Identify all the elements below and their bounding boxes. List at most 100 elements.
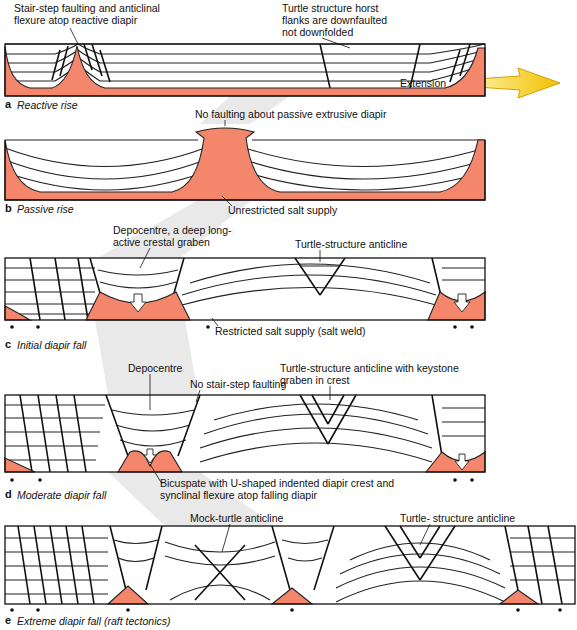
leader-line — [70, 28, 430, 552]
weld-dot — [206, 325, 210, 329]
salt-body — [428, 292, 485, 320]
fault-line — [20, 395, 86, 472]
subsidence-arrow — [454, 294, 470, 312]
panel-title: Reactive rise — [17, 99, 78, 111]
leader-line — [320, 250, 321, 262]
salt-body — [5, 458, 35, 472]
evolution-band — [95, 320, 198, 395]
panel-letter: c — [5, 338, 11, 350]
salt-body — [108, 586, 148, 604]
leader-line — [420, 524, 430, 545]
leader-line — [70, 28, 78, 44]
fault-line — [90, 258, 442, 300]
annotation: Mock-turtle anticline — [190, 512, 283, 524]
weld-dot — [516, 608, 520, 612]
salt-body — [5, 128, 485, 200]
subsidence-arrow — [144, 449, 469, 470]
strata-line — [114, 540, 158, 562]
leader-line — [212, 318, 218, 326]
fault-line — [295, 258, 345, 295]
weld-dot — [38, 478, 42, 482]
subsidence-arrow — [144, 449, 156, 463]
strata-line — [336, 581, 505, 602]
salt-body — [86, 292, 190, 320]
panel-title: Extreme diapir fall (raft tectonics) — [17, 615, 170, 627]
fault-line — [30, 258, 88, 320]
weld-dot — [470, 325, 474, 329]
strata-line — [214, 404, 418, 420]
panel-title: Moderate diapir fall — [17, 489, 106, 501]
panel-frame — [5, 140, 485, 200]
fault-line — [30, 258, 442, 320]
salt-body — [426, 452, 485, 472]
annotation: Turtle structure horst flanks are downfa… — [282, 2, 400, 38]
salt-body — [5, 451, 485, 472]
annotation: Bicuspate with U-shaped indented diapir … — [160, 477, 422, 501]
annotation: Restricted salt supply (salt weld) — [215, 325, 366, 337]
weld-dot — [290, 608, 294, 612]
fault-line — [52, 44, 470, 88]
salt-body — [5, 46, 485, 96]
annotation: Depocentre — [128, 362, 182, 374]
weld-dot — [36, 608, 40, 612]
fault-line — [195, 545, 245, 600]
panel-frame — [5, 140, 485, 200]
fault-line — [272, 526, 334, 590]
weld-dot — [10, 608, 562, 612]
salt-body — [500, 590, 538, 604]
fault-line — [505, 526, 562, 604]
leader-line — [222, 524, 230, 552]
panel-letter: a — [5, 98, 11, 110]
leader-line — [225, 120, 226, 126]
strata-line — [245, 172, 485, 190]
fault-line — [110, 526, 162, 590]
panel-letter: d — [5, 488, 12, 500]
weld-dot — [10, 325, 14, 329]
strata-line — [5, 405, 105, 460]
weld-dot — [10, 608, 14, 612]
strata-line — [5, 264, 485, 314]
strata-line — [336, 567, 505, 588]
fault-line — [18, 526, 562, 604]
subsidence-arrow — [130, 294, 146, 312]
strata-line — [442, 408, 485, 436]
strata-line — [165, 542, 275, 600]
weld-dot — [470, 478, 474, 482]
salt-body — [5, 306, 30, 320]
panel-frame — [5, 44, 485, 96]
panel-frame — [5, 395, 485, 472]
fault-line — [52, 44, 470, 88]
arrow-label: Extension — [400, 77, 446, 89]
panel-title: Passive rise — [17, 203, 74, 215]
weld-dot — [453, 478, 457, 482]
panel-frame — [5, 258, 485, 320]
strata-line — [442, 268, 485, 280]
panel-title: Initial diapir fall — [17, 339, 86, 351]
strata-line — [5, 160, 205, 179]
leader-line — [140, 248, 150, 268]
fault-line — [385, 526, 455, 580]
weld-dot — [36, 325, 40, 329]
annotation: Turtle-structure anticline — [295, 238, 407, 250]
subsidence-arrow — [455, 454, 469, 470]
strata-line — [510, 538, 575, 580]
leader-line — [196, 390, 200, 402]
fault-line — [106, 395, 442, 456]
strata-line — [282, 540, 328, 561]
fault-line — [20, 395, 442, 472]
annotation: No stair-step faulting — [190, 378, 286, 390]
fault-line — [18, 526, 94, 604]
panel-frame — [5, 526, 575, 604]
strata-line — [245, 148, 485, 167]
panel-letter: e — [5, 614, 11, 626]
salt-body — [108, 586, 538, 604]
annotation: Turtle- structure anticline — [400, 512, 515, 524]
salt-body — [5, 46, 485, 96]
leader-line — [322, 38, 350, 48]
panel-frame — [5, 44, 485, 96]
leader-line — [330, 386, 331, 400]
strata-line — [200, 428, 432, 448]
